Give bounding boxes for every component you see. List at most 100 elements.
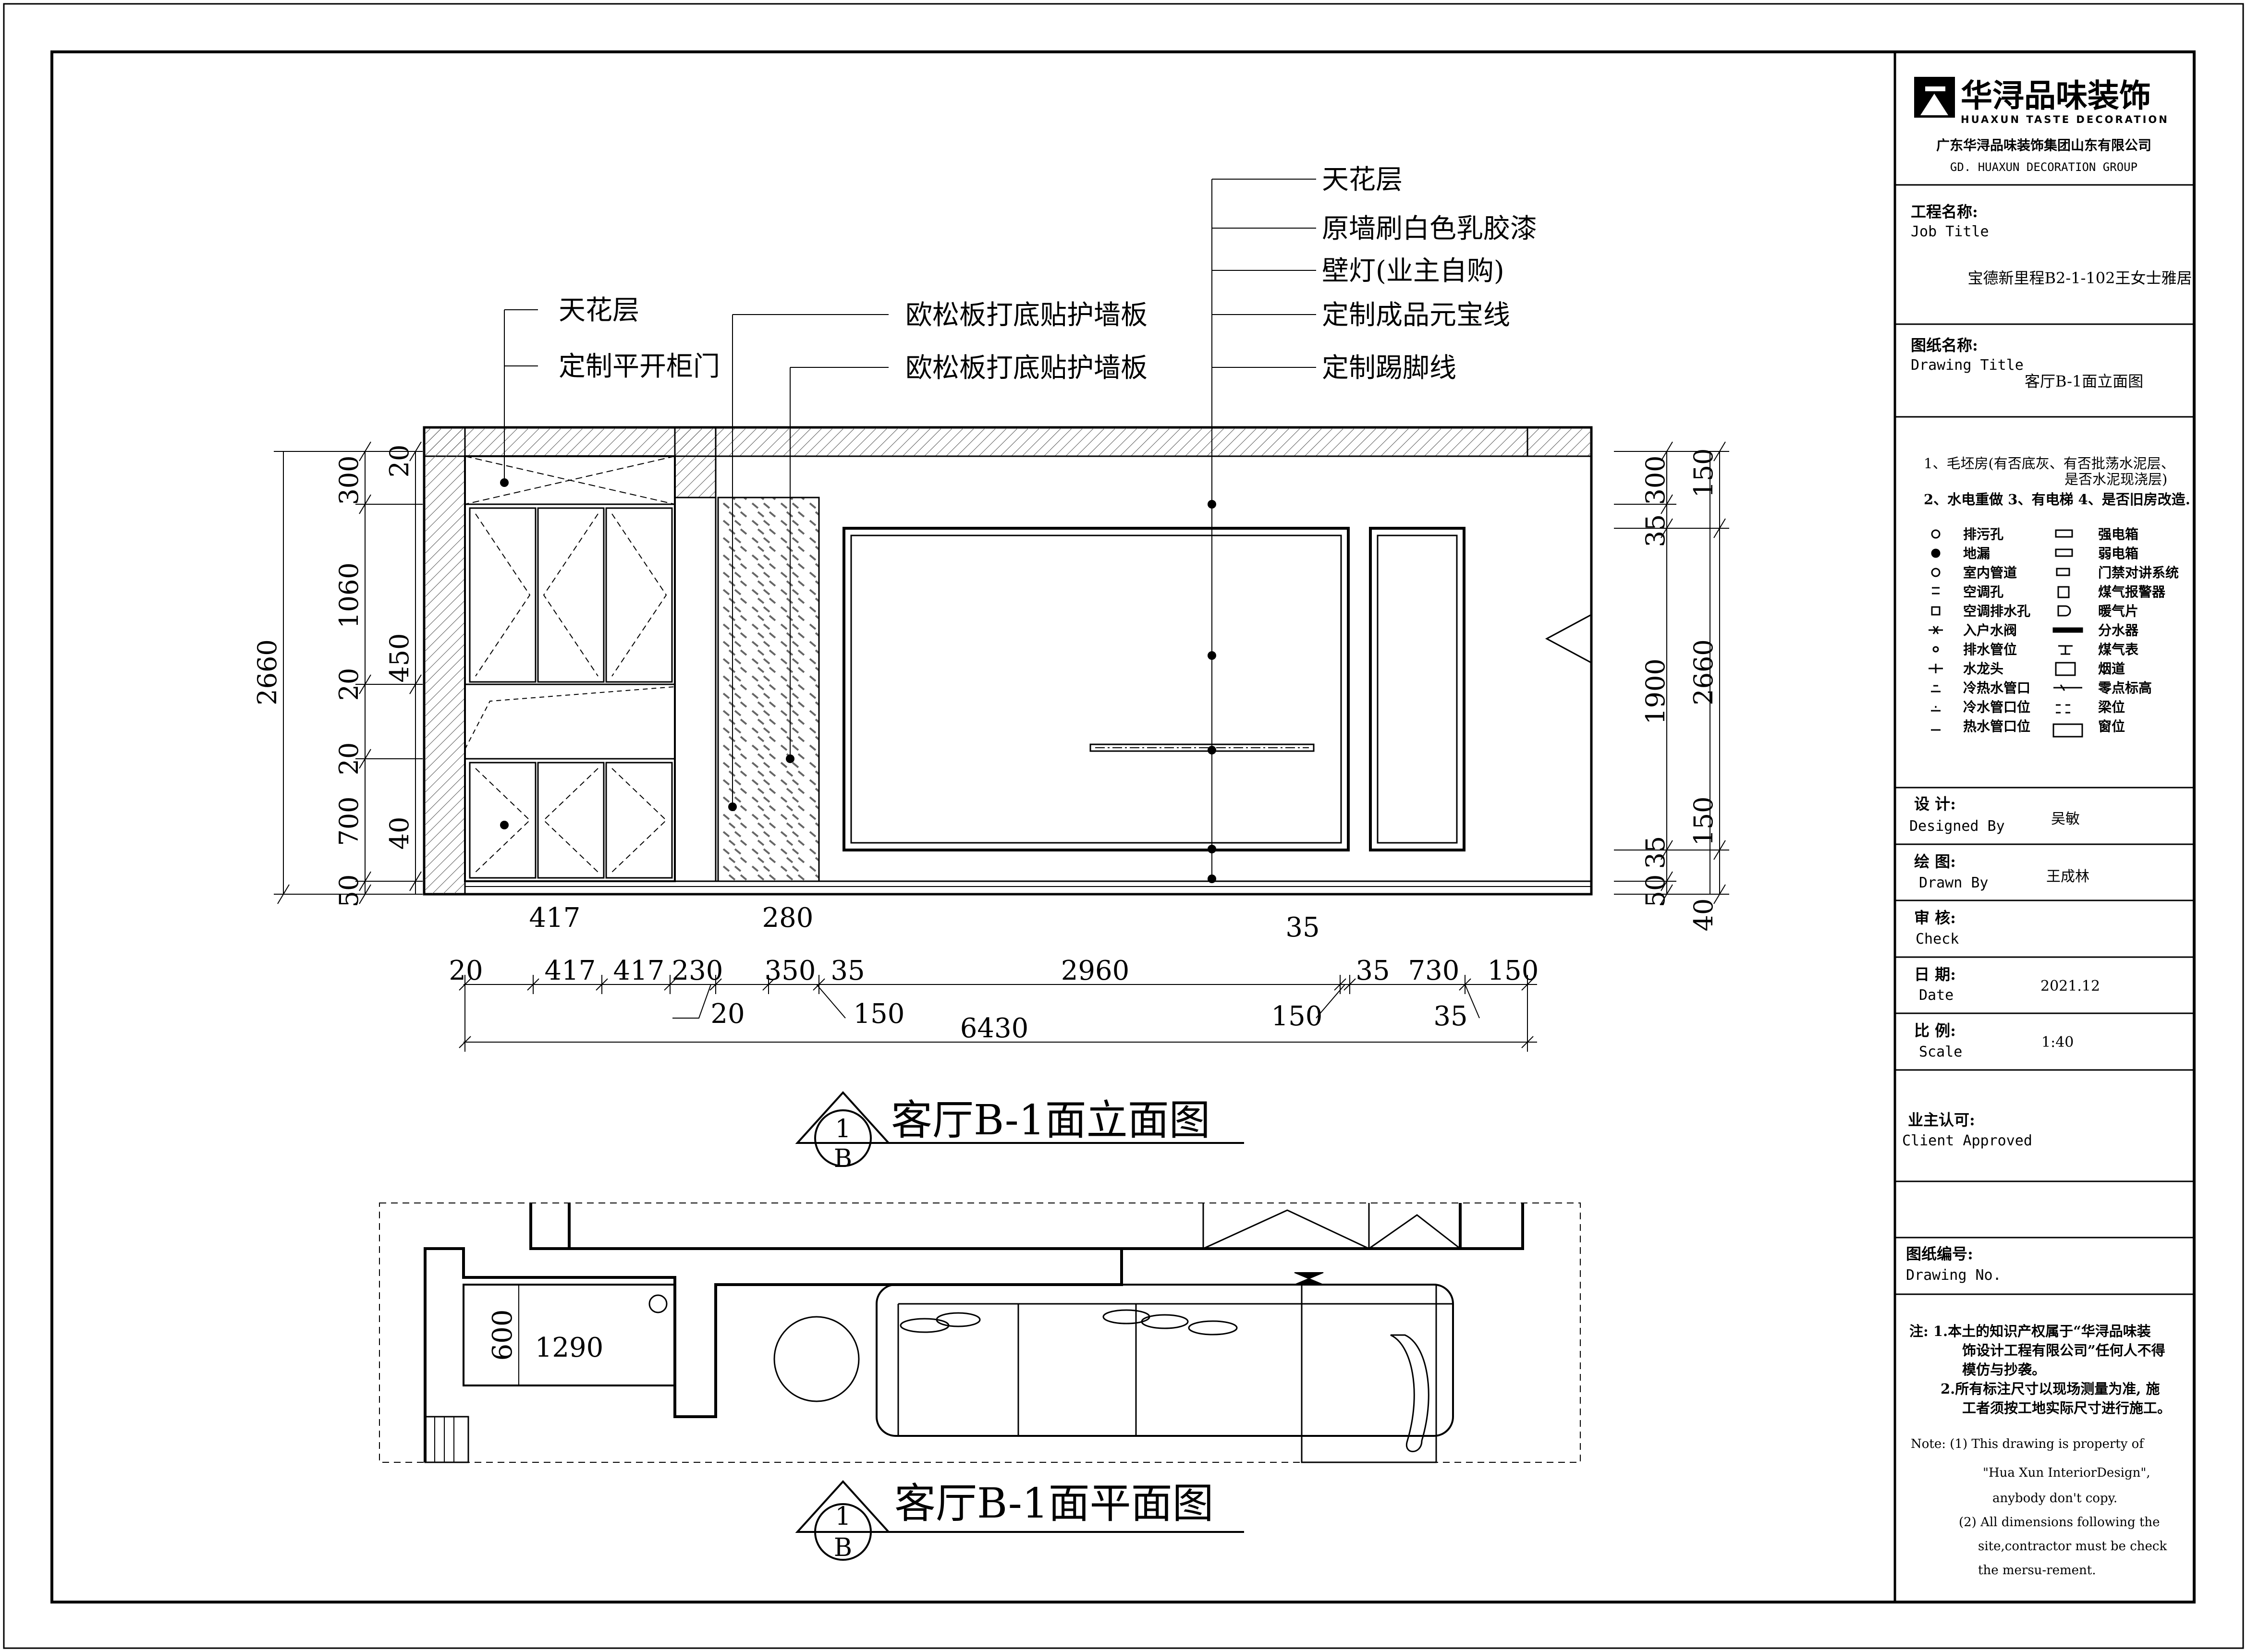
label-osb-1: 欧松板打底贴护墙板	[905, 300, 1148, 331]
note-en-2: anybody don't copy.	[1992, 1491, 2117, 1506]
label-ceiling-right: 天花层	[1322, 164, 1403, 195]
legend-right-4: 暖气片	[2098, 603, 2138, 619]
dim-total: 6430	[960, 1013, 1029, 1044]
company-logo: 华浔品味装饰 HUAXUN TASTE DECORATION	[1914, 77, 2169, 125]
note-en-0: Note: (1) This drawing is property of	[1911, 1437, 2145, 1451]
bottom-dimension-lines	[459, 975, 1537, 1052]
drawing-no-label-en: Drawing No.	[1906, 1267, 2002, 1284]
note-en-4: site,contractor must be check	[1978, 1539, 2167, 1554]
radiator-icon	[2057, 605, 2071, 617]
designed-label-cn: 设 计:	[1914, 795, 1956, 813]
right-dimension-lines	[1614, 441, 1729, 904]
legend-left-labels: 排污孔 地漏 室内管道 空调孔 空调排水孔 入户水阀 排水管位 水龙头 冷热水管…	[1963, 526, 2030, 734]
copyright-notes-en: Note: (1) This drawing is property of "H…	[1911, 1437, 2167, 1578]
note-cn-3: 2.所有标注尺寸以现场测量为准, 施	[1941, 1381, 2160, 1397]
legend-left-icons	[1929, 529, 1943, 731]
legend-left-0: 排污孔	[1963, 526, 2003, 542]
legend-right-0: 强电箱	[2098, 526, 2138, 542]
label-wall-paint: 原墙刷白色乳胶漆	[1322, 213, 1537, 244]
note-en-3: (2) All dimensions following the	[1959, 1515, 2160, 1530]
legend-left-9: 冷水管口位	[1963, 699, 2030, 715]
leader-labels: 天花层 定制平开柜门 欧松板打底贴护墙板 欧松板打底贴护墙板 天花层 原墙刷白色…	[559, 164, 1537, 384]
dim-left-mid-5: 50	[334, 875, 364, 908]
logo-text: 华浔品味装饰	[1961, 77, 2151, 114]
gas-meter-icon	[2058, 645, 2073, 655]
job-title-label-en: Job Title	[1911, 223, 1989, 240]
bottom-dimensions: 417 280 35 20 417 417 230 350 35 2960 35…	[449, 902, 1539, 1044]
company-name-cn: 广东华浔品味装饰集团山东有限公司	[1936, 137, 2151, 153]
elevation-outline	[423, 426, 1593, 896]
scale-label-en: Scale	[1919, 1044, 1962, 1060]
legend-right-10: 窗位	[2098, 718, 2125, 734]
legend-left-10: 热水管口位	[1963, 718, 2030, 734]
cold-pipe-icon	[1931, 706, 1941, 712]
gas-alarm-icon	[2057, 586, 2070, 598]
dim-top-0: 417	[529, 902, 581, 934]
dim-left-mid-0: 300	[334, 455, 364, 505]
drawing-no-label-cn: 图纸编号:	[1906, 1245, 1973, 1263]
hot-cold-pipe-icon	[1931, 685, 1941, 692]
dim-right-inner-0: 150	[1688, 448, 1719, 498]
drawn-label-cn: 绘 图:	[1914, 852, 1956, 871]
label-ceiling-left: 天花层	[559, 295, 639, 326]
site-note-3: 2、水电重做 3、有电梯 4、是否旧房改造.	[1924, 491, 2190, 508]
dim-bottom-1: 417	[545, 955, 596, 986]
note-cn-2: 模仿与抄袭。	[1962, 1361, 2046, 1378]
plan-dimensions: 600 1290	[487, 1310, 603, 1363]
client-label-en: Client Approved	[1902, 1132, 2032, 1149]
title-block-fields: 设 计: Designed By 吴敏 绘 图: Drawn By 王成林 审 …	[1902, 795, 2171, 1578]
legend-left-7: 水龙头	[1963, 661, 2003, 677]
wall-panel-main	[843, 527, 1350, 851]
date-label-cn: 日 期:	[1914, 965, 1956, 984]
elevation-title: 客厅B-1面立面图	[891, 1096, 1210, 1144]
title-block	[1893, 52, 2194, 1602]
left-dimension-lines	[274, 441, 423, 904]
dim-top-2: 35	[1285, 912, 1319, 943]
legend-left-2: 室内管道	[1963, 565, 2017, 581]
inner-border	[50, 50, 2196, 1603]
dim-right-mid-0: 300	[1640, 455, 1671, 505]
legend-right-7: 烟道	[2098, 661, 2125, 677]
job-title-label-cn: 工程名称:	[1911, 203, 1978, 221]
drawn-value: 王成林	[2046, 868, 2089, 885]
pipe-icon	[1931, 568, 1941, 577]
dim-left-mid-3: 20	[334, 742, 364, 776]
dim-bottom-0: 20	[449, 955, 483, 986]
floor-drain-icon	[1931, 548, 1941, 558]
dim-bottom-6: 2960	[1061, 955, 1130, 986]
note-cn-1: 饰设计工程有限公司”任何人不得	[1962, 1342, 2165, 1359]
legend-left-1: 地漏	[1963, 546, 1990, 561]
legend-right-icons	[2052, 529, 2083, 738]
valve-icon	[1929, 626, 1943, 634]
plan-symbol-bottom: B	[834, 1533, 852, 1562]
intercom-icon	[2056, 568, 2070, 576]
plan-view	[379, 1203, 1581, 1463]
window-icon	[2052, 723, 2083, 738]
drawing-title-value: 客厅B-1面立面图	[2025, 372, 2143, 390]
date-value: 2021.12	[2040, 978, 2100, 995]
company-name-en: GD. HUAXUN DECORATION GROUP	[1950, 160, 2137, 174]
cabinet	[464, 455, 676, 882]
scale-value: 1:40	[2041, 1034, 2074, 1051]
dim-under-3: 35	[1433, 1001, 1467, 1032]
plan-symbol-top: 1	[835, 1502, 851, 1531]
drain-pipe-icon	[1932, 646, 1939, 653]
elevation-title-block: 1 B 客厅B-1面立面图	[795, 1091, 1244, 1173]
legend-right-3: 煤气报警器	[2098, 584, 2166, 600]
leader-dots	[500, 478, 1216, 883]
leader-lines	[504, 179, 1316, 879]
client-label-cn: 业主认可:	[1908, 1111, 1975, 1129]
dim-left-mid-1: 1060	[334, 562, 364, 628]
label-wall-lamp: 壁灯(业主自购)	[1322, 255, 1504, 287]
note-en-1: "Hua Xun InteriorDesign",	[1983, 1466, 2150, 1480]
dim-under-0: 20	[710, 998, 745, 1030]
flue-icon	[2055, 662, 2076, 676]
dim-bottom-9: 150	[1488, 955, 1539, 986]
dim-bottom-5: 35	[830, 955, 865, 986]
dim-right-mid-2: 1900	[1640, 658, 1671, 724]
designed-value: 吴敏	[2051, 811, 2080, 827]
job-title-value: 宝德新里程B2-1-102王女士雅居	[1968, 269, 2192, 287]
beam-icon	[2056, 704, 2070, 714]
dim-left-total: 2660	[252, 639, 282, 705]
logo-subtitle: HUAXUN TASTE DECORATION	[1961, 114, 2169, 125]
